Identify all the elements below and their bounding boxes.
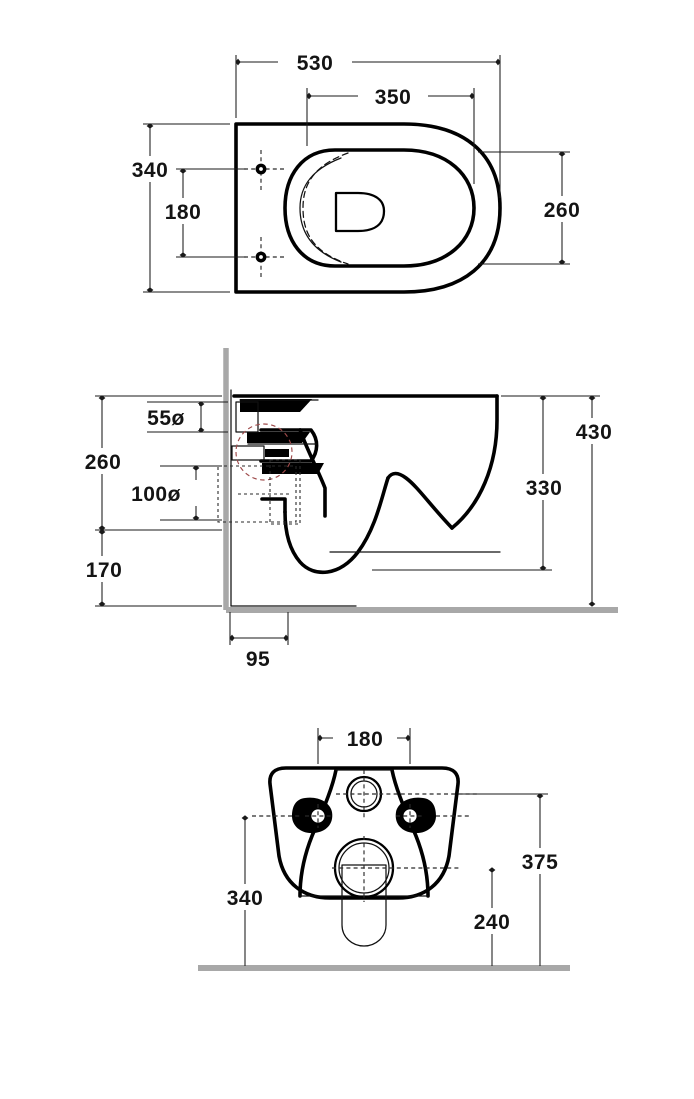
dimension-top-fixing-centres: 180 — [152, 168, 246, 258]
top-view-group: 530 350 340 180 — [119, 49, 594, 294]
front-view-fixing-hole-right — [395, 797, 436, 834]
side-view-outlet-detail — [217, 459, 301, 525]
front-view-fixing-hole-left — [292, 797, 333, 834]
side-view-inlet-detail — [231, 401, 293, 481]
dimension-side-outlet-diameter: 100ø — [115, 465, 222, 521]
dim-label-330: 330 — [526, 477, 563, 500]
dim-label-430: 430 — [576, 421, 613, 444]
dimension-front-overall-width: 340 — [213, 815, 277, 966]
top-view-fixing-hole-upper — [244, 150, 285, 190]
dimension-side-rim-to-bottom: 330 — [372, 395, 577, 571]
dimension-front-outlet-height: 240 — [460, 867, 524, 966]
dim-label-350: 350 — [375, 86, 412, 109]
dim-label-375: 375 — [522, 851, 559, 874]
dim-label-340-front: 340 — [227, 887, 264, 910]
dim-label-95: 95 — [246, 648, 270, 671]
dim-label-260-side: 260 — [85, 451, 122, 474]
side-view-pan-section — [232, 394, 501, 575]
top-view-flush-aperture — [334, 191, 386, 233]
side-view-group: 55ø 100ø 260 170 — [71, 348, 626, 671]
top-view-fixing-hole-lower — [244, 237, 285, 277]
front-view-inlet-ring — [336, 770, 480, 820]
dim-label-530: 530 — [297, 52, 334, 75]
dim-label-55: 55ø — [147, 407, 185, 430]
front-view-group: 180 340 240 375 — [198, 725, 574, 971]
dimension-front-fixing-centres: 180 — [317, 725, 411, 764]
dim-label-240: 240 — [474, 911, 511, 934]
top-view-pan-outline — [234, 122, 502, 294]
dimension-top-bowl-opening-width: 260 — [478, 151, 594, 265]
dim-label-180-front: 180 — [347, 728, 384, 751]
dim-label-260-top: 260 — [544, 199, 581, 222]
dimension-side-base-to-floor: 170 — [75, 529, 222, 607]
top-view-bowl-inner-arc — [299, 152, 349, 265]
dim-label-100: 100ø — [131, 483, 181, 506]
dimension-front-inlet-height: 375 — [462, 793, 574, 966]
dimension-top-overall-width: 340 — [119, 123, 230, 293]
dimension-side-rim-height: 430 — [501, 395, 626, 607]
dimension-top-overall-length: 530 — [235, 49, 501, 198]
front-view-outlet-spigot — [332, 836, 460, 947]
top-view-bowl-rim — [283, 148, 476, 268]
dimension-side-outlet-height: 260 — [71, 395, 222, 531]
dimension-side-projection: 95 — [229, 612, 289, 671]
dim-label-170: 170 — [86, 559, 123, 582]
dimension-side-inlet-diameter: 55ø — [133, 401, 228, 433]
dimension-top-bowl-opening-length: 350 — [306, 83, 475, 184]
dim-label-340-top: 340 — [132, 159, 169, 182]
dim-label-180-top: 180 — [165, 201, 202, 224]
